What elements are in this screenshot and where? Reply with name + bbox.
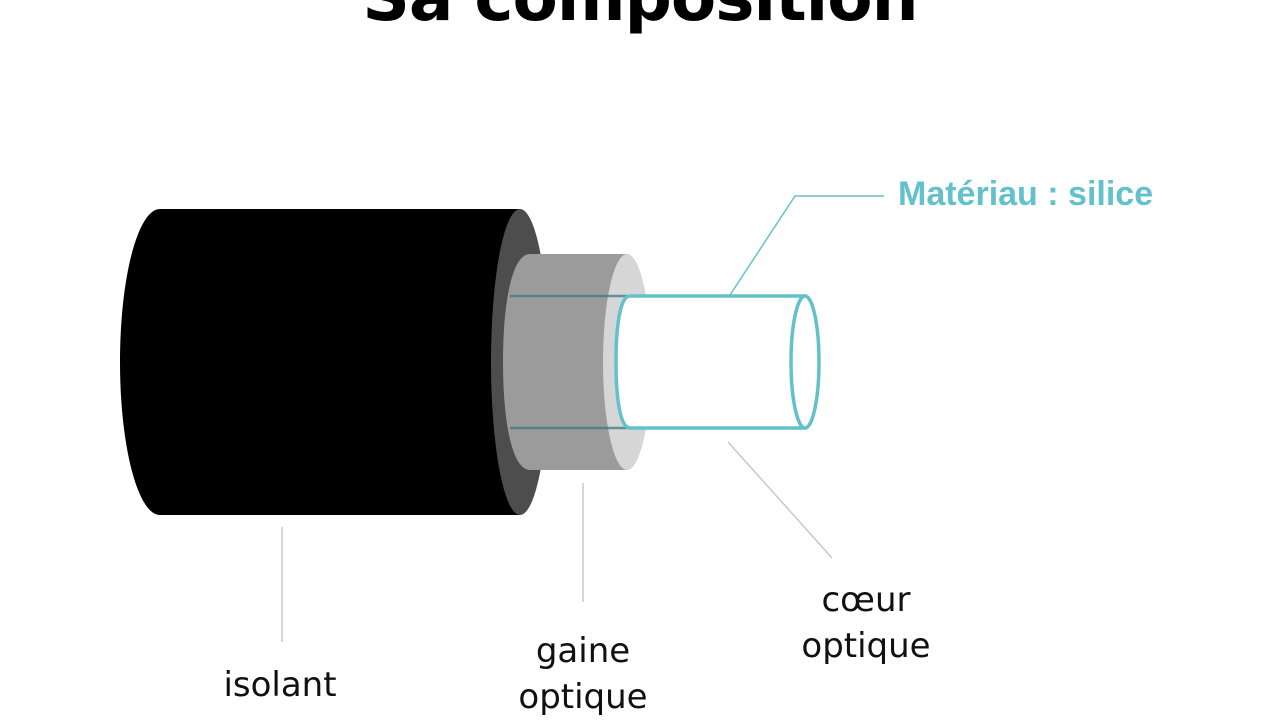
coeur-leader-line bbox=[727, 441, 833, 559]
isolant-label-text: isolant bbox=[223, 665, 337, 705]
coeur-label-line-2: optique bbox=[801, 626, 931, 666]
page-title: Sa composition bbox=[0, 0, 1280, 34]
coeur-optique-label: cœur optique bbox=[778, 577, 954, 669]
gaine-label-line-1: gaine bbox=[535, 631, 631, 671]
gaine-label-line-2: optique bbox=[518, 677, 648, 717]
gaine-optique-label: gaine optique bbox=[495, 628, 671, 720]
isolant-label: isolant bbox=[200, 662, 360, 708]
insulation-jacket bbox=[120, 209, 549, 515]
optical-core bbox=[614, 294, 821, 430]
material-leader-line bbox=[729, 195, 884, 296]
coeur-label-line-1: cœur bbox=[821, 580, 911, 620]
material-callout: Matériau : silice bbox=[898, 175, 1154, 213]
